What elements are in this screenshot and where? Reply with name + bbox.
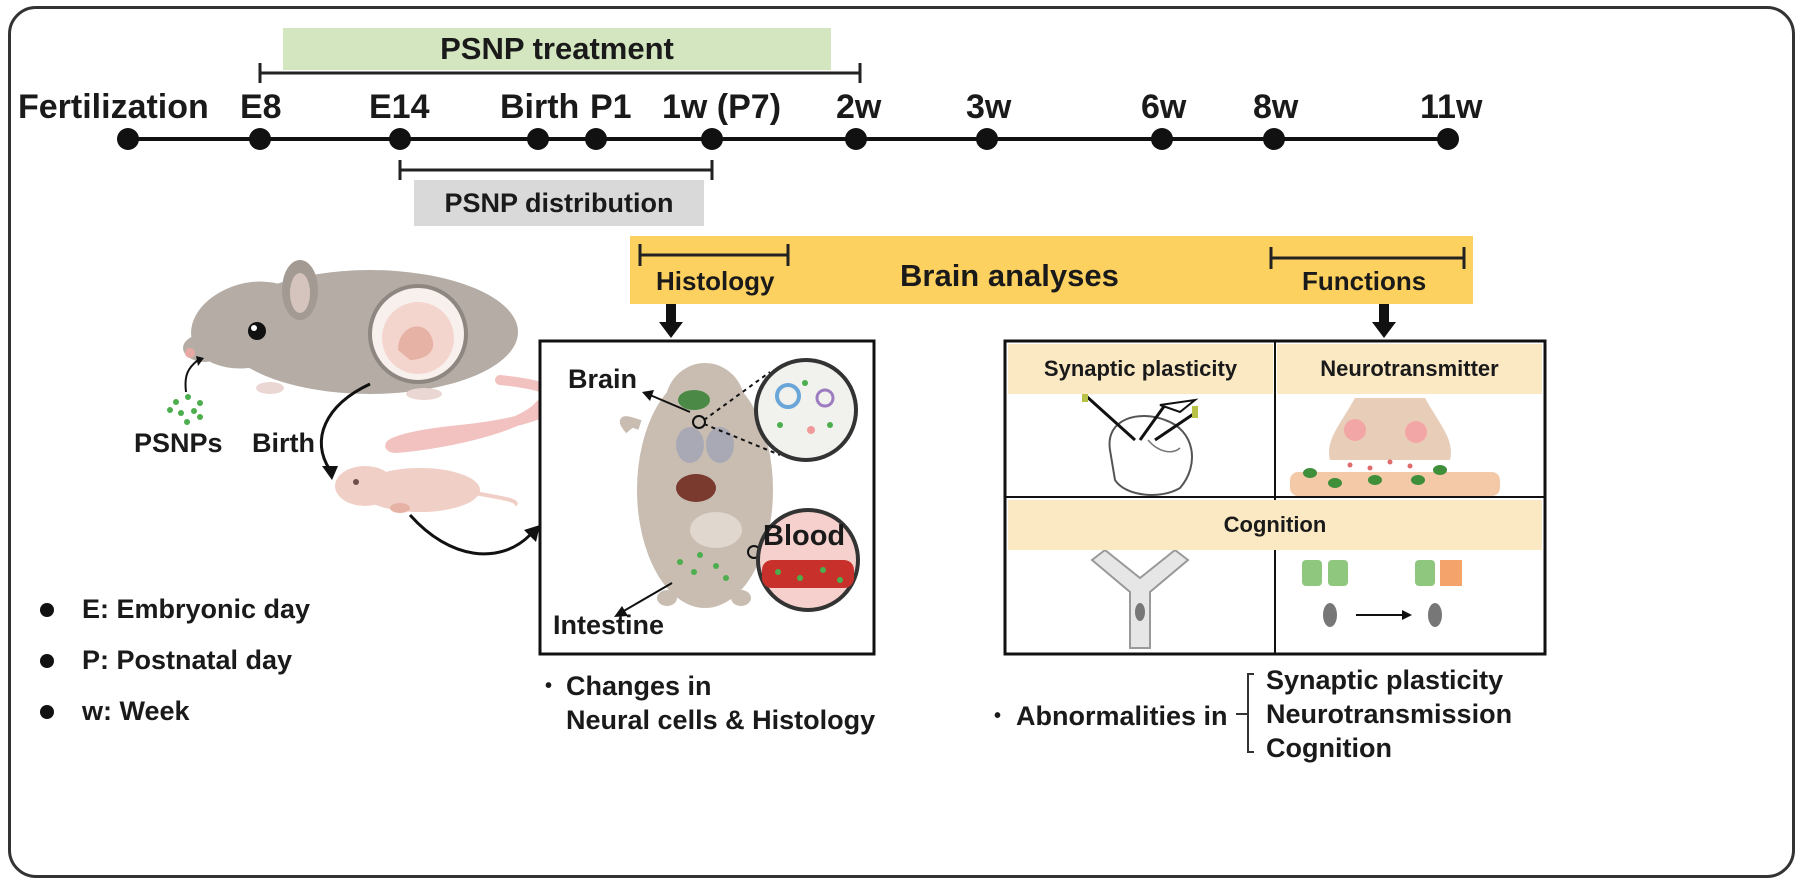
timeline-dot-e14	[389, 128, 411, 150]
findings-item-neurotransmission: Neurotransmission	[1266, 699, 1513, 729]
findings-left-line1: Changes in	[566, 671, 712, 701]
functions-bracket	[1269, 247, 1466, 269]
brain-label: Brain	[568, 364, 638, 394]
birth-label: Birth	[252, 428, 315, 458]
histology-label: Histology	[656, 266, 775, 296]
legend-text: P: Postnatal day	[82, 645, 293, 675]
distribution-bracket	[398, 160, 714, 180]
mother-mouse-illustration	[183, 260, 563, 454]
pup-to-panel-arrow	[408, 514, 532, 556]
intestine-label: Intestine	[553, 610, 665, 640]
timeline-label-p1: P1	[590, 88, 632, 126]
psnp-distribution-label: PSNP distribution	[444, 187, 674, 218]
intestine-label-arrow	[621, 582, 673, 613]
timeline-dot-birth	[527, 128, 549, 150]
brain-magnification	[703, 358, 858, 462]
histology-down-arrow	[659, 304, 683, 338]
timeline-dot-2w	[845, 128, 867, 150]
findings-right-lead: Abnormalities in	[1016, 701, 1228, 731]
functions-down-arrow	[1372, 304, 1396, 338]
brain-analyses-bar	[630, 236, 1473, 304]
legend-bullet-icon	[40, 653, 54, 668]
timeline-label-8w: 8w	[1253, 88, 1299, 126]
timeline-label-3w: 3w	[966, 88, 1012, 126]
legend-embryonic: E: Embryonic day	[40, 594, 310, 625]
legend-week: w: Week	[40, 696, 190, 727]
legend-text: E: Embryonic day	[82, 594, 311, 624]
timeline-label-6w: 6w	[1141, 88, 1187, 126]
blood-label: Blood	[763, 520, 846, 552]
psnps-label: PSNPs	[134, 428, 223, 458]
psnp-treatment-label: PSNP treatment	[440, 31, 674, 66]
findings-right-bullet: •	[994, 705, 1002, 727]
timeline-label-fertilization: Fertilization	[18, 88, 209, 126]
legend-bullet-icon	[40, 602, 54, 617]
timeline-dots	[117, 128, 1459, 150]
pup-illustration	[335, 466, 518, 513]
histology-bracket	[638, 244, 790, 266]
legend-text: w: Week	[82, 696, 190, 726]
timeline-dot-1w	[701, 128, 723, 150]
brain-analyses-title: Brain analyses	[900, 258, 1119, 293]
findings-item-synaptic: Synaptic plasticity	[1266, 665, 1504, 695]
legend-postnatal: P: Postnatal day	[40, 645, 292, 676]
timeline-dot-p1	[585, 128, 607, 150]
timeline-dot-e8	[249, 128, 271, 150]
psnp-particles	[167, 394, 203, 425]
psnp-distribution-bar	[414, 180, 704, 226]
timeline-dot-3w	[976, 128, 998, 150]
timeline-dot-6w	[1151, 128, 1173, 150]
findings-left-bullet: •	[545, 675, 553, 697]
findings-left-line2: Neural cells & Histology	[566, 705, 876, 735]
synaptic-plasticity-header: Synaptic plasticity	[1008, 344, 1273, 394]
neurotransmitter-header: Neurotransmitter	[1277, 344, 1542, 394]
birth-arrow	[319, 382, 371, 471]
psnp-intake-arrow	[184, 359, 199, 393]
y-maze-illustration	[1090, 548, 1190, 649]
object-recognition-illustration	[1302, 560, 1462, 627]
legend-bullet-icon	[40, 704, 54, 719]
findings-item-cognition: Cognition	[1266, 733, 1392, 763]
timeline-dot-fertilization	[117, 128, 139, 150]
synapse-illustration	[1290, 398, 1500, 496]
brain-slice-electrode-illustration	[1082, 390, 1199, 496]
findings-bracket	[1236, 673, 1254, 753]
timeline-label-birth: Birth	[500, 88, 580, 126]
timeline-label-e8: E8	[240, 88, 282, 126]
timeline-label-11w: 11w	[1420, 88, 1483, 126]
timeline-dot-11w	[1437, 128, 1459, 150]
timeline-label-2w: 2w	[836, 88, 882, 126]
cognition-header: Cognition	[1008, 500, 1542, 550]
psnp-treatment-bar	[283, 28, 831, 70]
timeline-label-1w: 1w (P7)	[662, 88, 782, 126]
blood-magnification	[756, 508, 860, 612]
treatment-bracket	[258, 63, 862, 83]
timeline-dot-8w	[1263, 128, 1285, 150]
brain-label-arrow	[649, 394, 691, 413]
timeline-label-e14: E14	[369, 88, 430, 126]
brain-locus-marker	[692, 415, 706, 429]
functions-label: Functions	[1302, 266, 1427, 296]
